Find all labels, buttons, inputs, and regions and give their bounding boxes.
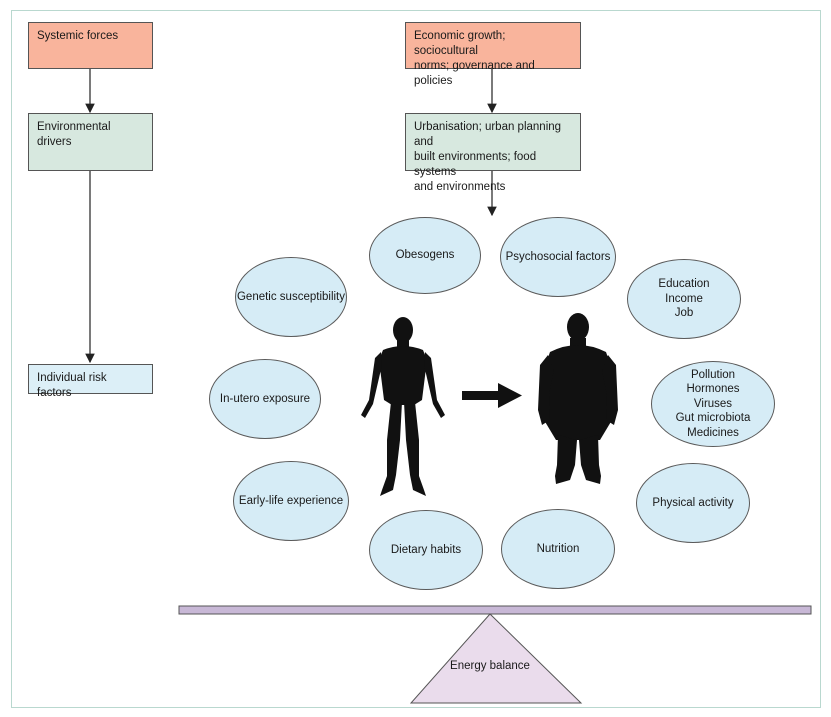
obese-human-silhouette-icon (538, 313, 618, 484)
hormones-label: Hormones (686, 383, 740, 396)
environmental-exposures-ellipse: Pollution Hormones Viruses Gut microbiot… (651, 361, 775, 447)
gut-microbiota-label: Gut microbiota (675, 412, 751, 425)
figure-frame (11, 10, 821, 708)
viruses-label: Viruses (693, 397, 733, 410)
in-utero-exposure-ellipse: In-utero exposure (209, 359, 321, 439)
early-life-experience-ellipse: Early-life experience (233, 461, 349, 541)
urbanisation-line-1: Urbanisation; urban planning and (414, 121, 562, 148)
genetic-susceptibility-ellipse: Genetic susceptibility (235, 257, 347, 337)
obesogens-ellipse: Obesogens (369, 217, 481, 294)
urbanisation-line-2: built environments; food systems (414, 151, 537, 178)
psychosocial-factors-label: Psychosocial factors (505, 250, 611, 263)
lean-human-silhouette-icon (361, 317, 445, 496)
nutrition-label: Nutrition (536, 542, 580, 555)
physical-activity-label: Physical activity (652, 496, 734, 509)
nutrition-ellipse: Nutrition (501, 509, 615, 589)
urbanisation-line-3: and environments (414, 181, 506, 193)
environmental-drivers-label: Environmental drivers (37, 121, 111, 148)
economic-growth-line-1: Economic growth; sociocultural (414, 30, 506, 57)
dietary-habits-ellipse: Dietary habits (369, 510, 483, 590)
education-label: Education (658, 278, 710, 291)
systemic-forces-label: Systemic forces (37, 30, 119, 42)
economic-growth-box: Economic growth; sociocultural norms; go… (405, 22, 581, 87)
job-label: Job (674, 307, 694, 320)
individual-risk-factors-box: Individual risk factors (28, 364, 153, 399)
economic-growth-line-2: norms; governance and policies (414, 60, 535, 87)
energy-balance-label: Energy balance (450, 660, 530, 672)
pollution-label: Pollution (690, 368, 736, 381)
genetic-susceptibility-label: Genetic susceptibility (236, 290, 346, 303)
psychosocial-factors-ellipse: Psychosocial factors (500, 217, 616, 297)
balance-beam (178, 605, 812, 615)
dietary-habits-label: Dietary habits (390, 543, 462, 556)
in-utero-exposure-label: In-utero exposure (219, 392, 311, 405)
socioeconomic-ellipse: Education Income Job (627, 259, 741, 339)
systemic-forces-box: Systemic forces (28, 22, 153, 69)
medicines-label: Medicines (687, 426, 739, 439)
early-life-experience-label: Early-life experience (238, 494, 344, 507)
environmental-drivers-box: Environmental drivers (28, 113, 153, 171)
urbanisation-box: Urbanisation; urban planning and built e… (405, 113, 581, 193)
income-label: Income (665, 292, 703, 305)
individual-risk-factors-label: Individual risk factors (37, 372, 107, 399)
right-arrow-icon (462, 383, 522, 408)
obesogens-label: Obesogens (395, 249, 455, 262)
physical-activity-ellipse: Physical activity (636, 463, 750, 543)
energy-balance-fulcrum (409, 613, 583, 704)
